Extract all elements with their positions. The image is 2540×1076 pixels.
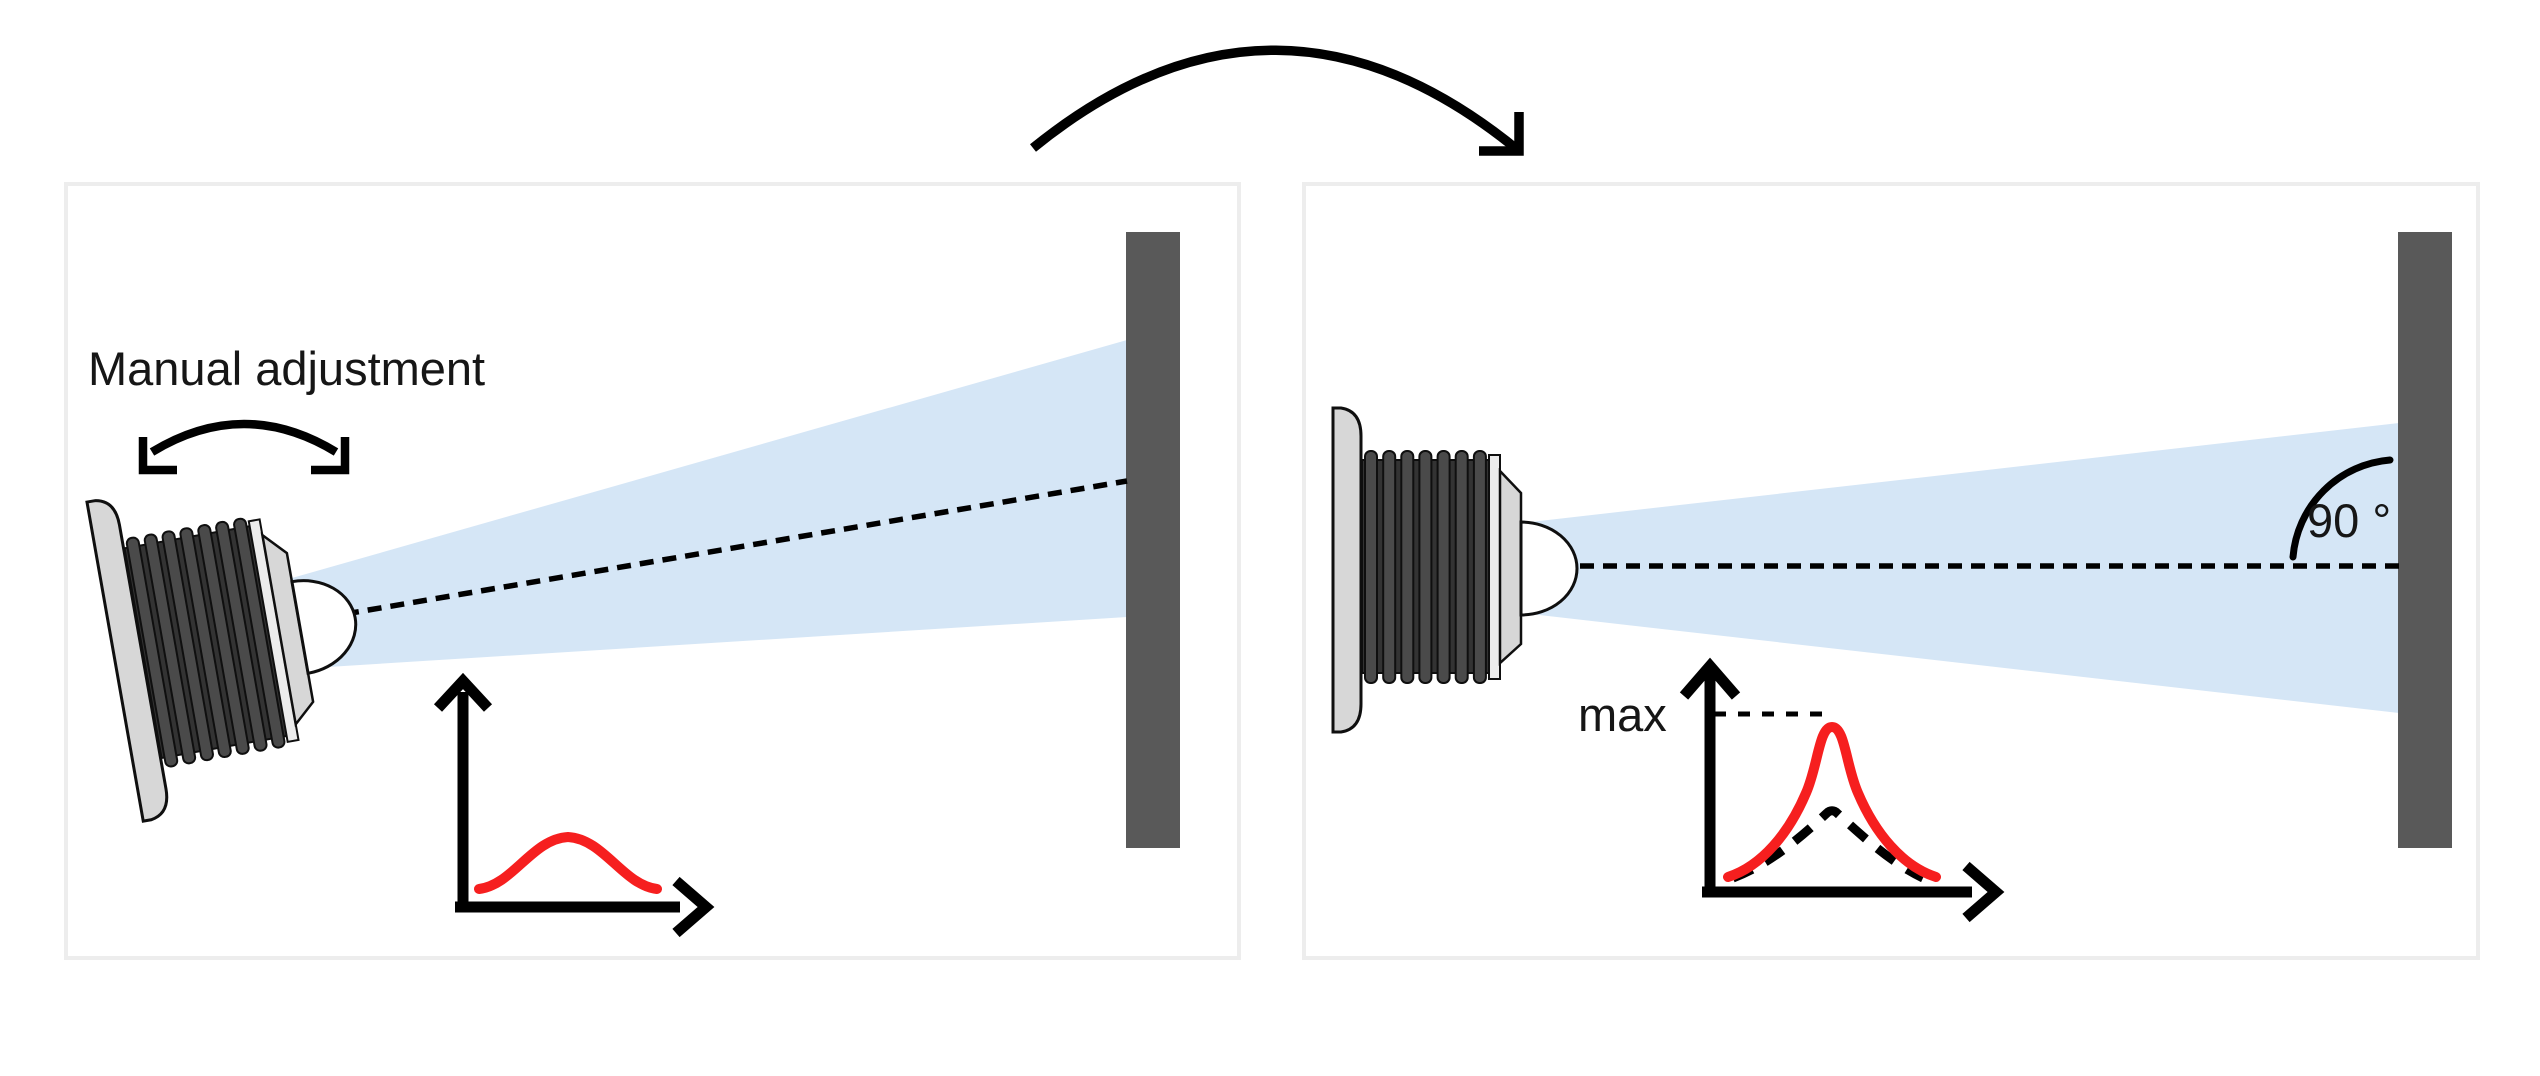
rotation-arrowhead-left-icon bbox=[138, 437, 177, 475]
left-panel: Manual adjustment bbox=[64, 182, 1241, 960]
max-label: max bbox=[1578, 688, 1667, 741]
wall-left bbox=[1126, 232, 1180, 848]
rotation-arrowhead-right-icon bbox=[311, 437, 350, 475]
signal-graph-right: max bbox=[1578, 657, 2005, 923]
transition-arrowhead-icon bbox=[1479, 112, 1524, 156]
red-curve-right bbox=[1723, 721, 1941, 882]
beam-axis-left bbox=[344, 478, 1128, 617]
rotation-arrow-arc bbox=[149, 419, 339, 456]
beam-left bbox=[292, 340, 1127, 668]
x-axis-arrowhead-icon bbox=[672, 876, 715, 938]
manual-adjustment-label: Manual adjustment bbox=[88, 342, 485, 395]
y-axis-arrowhead-icon bbox=[433, 672, 493, 712]
transition-arrow bbox=[1030, 45, 1524, 156]
angle-label: 90 ° bbox=[2307, 494, 2391, 547]
transition-arrow-arc bbox=[1030, 45, 1523, 155]
rotation-arrow bbox=[138, 419, 350, 475]
wall-right bbox=[2398, 232, 2452, 848]
red-curve-left bbox=[474, 831, 662, 894]
y-axis-arrowhead-icon bbox=[1679, 657, 1741, 700]
right-panel: 90 ° max bbox=[1302, 182, 2480, 960]
angle-arc bbox=[2289, 456, 2394, 561]
dashed-curve-right bbox=[1731, 806, 1925, 883]
signal-graph-left bbox=[433, 672, 715, 938]
x-axis-arrowhead-icon bbox=[1962, 861, 2005, 923]
